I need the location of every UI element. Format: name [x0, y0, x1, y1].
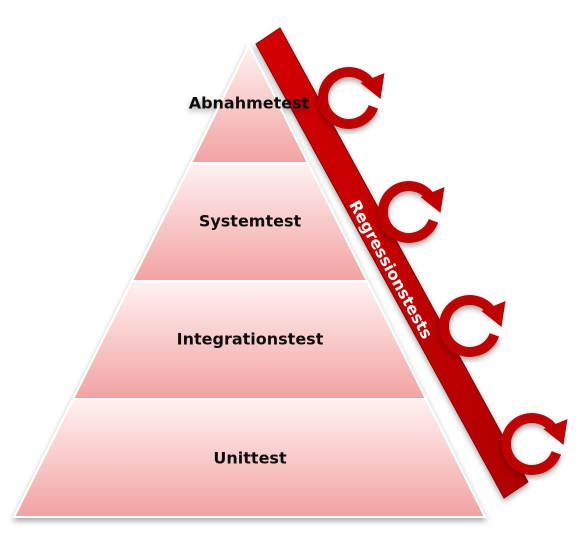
cycle-icon — [501, 413, 568, 475]
pyramid-level-shape — [12, 398, 487, 518]
cycle-icon — [378, 181, 445, 243]
cycle-icon-arc — [318, 67, 379, 129]
cycle-icon-arc — [501, 413, 562, 475]
cycle-icon-arc — [439, 295, 500, 357]
cycle-icon-arrowhead — [360, 73, 385, 99]
pyramid-level-label: Abnahmetest — [189, 94, 310, 113]
cycle-icon — [439, 295, 506, 357]
cycle-icons — [318, 67, 568, 475]
pyramid-level-integrationstest: Integrationstest — [71, 280, 428, 400]
regression-band-bar — [255, 27, 529, 499]
cycle-icon — [318, 67, 385, 129]
pyramid-level-systemtest: Systemtest — [130, 162, 369, 282]
pyramid-level-label: Integrationstest — [177, 330, 324, 349]
cycle-icon-arrowhead — [543, 419, 568, 445]
pyramid: Abnahmetest Systemtest Integrationstest … — [12, 42, 487, 518]
pyramid-level-label: Unittest — [213, 449, 287, 468]
cycle-icon-arrowhead — [420, 187, 445, 213]
pyramid-level-unittest: Unittest — [12, 398, 487, 518]
pyramid-level-label: Systemtest — [199, 212, 302, 231]
cycle-icon-arc — [378, 181, 439, 243]
cycle-icon-arrowhead — [481, 301, 506, 327]
